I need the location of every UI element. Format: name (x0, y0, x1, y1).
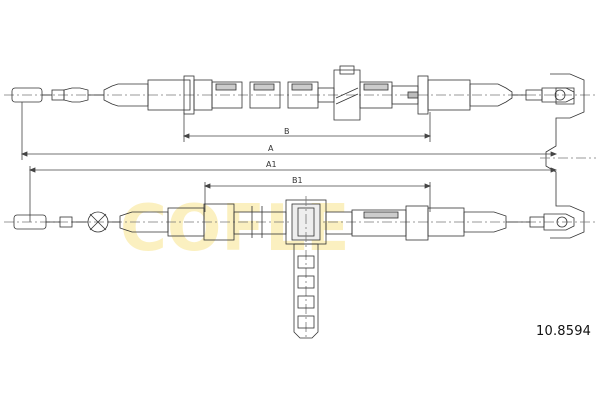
right-bracket (540, 73, 596, 239)
dimension-label-b1: B1 (292, 176, 303, 185)
part-number-label: 10.8594 (536, 324, 592, 339)
dimension-lines (20, 102, 558, 222)
hand-lever (293, 196, 319, 339)
top-cable (4, 65, 596, 121)
dimension-label-a1: A1 (266, 160, 277, 169)
bottom-cable (4, 199, 596, 245)
dimension-label-b: B (284, 127, 290, 136)
dimension-label-a: A (268, 144, 274, 153)
